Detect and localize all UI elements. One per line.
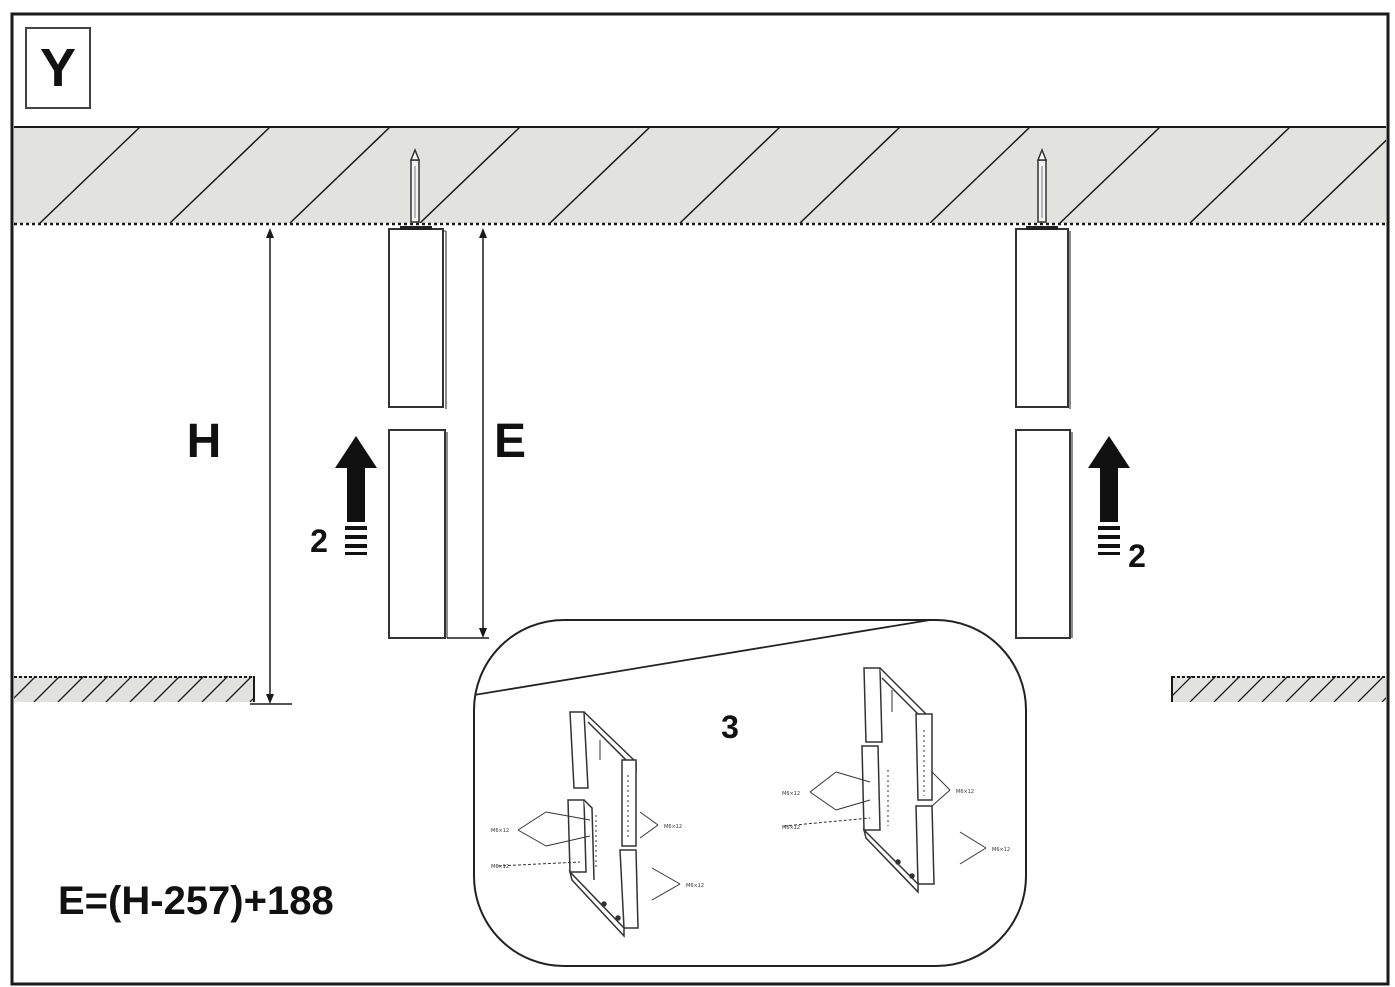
up-arrow-icon — [1088, 436, 1130, 555]
fastener-code-text: M6×12 — [491, 828, 509, 834]
fastener-callouts-right — [783, 771, 987, 865]
count-label-right: 2 — [1128, 538, 1146, 574]
detail-step-label: 3 — [721, 709, 739, 745]
step-badge: Y — [25, 27, 91, 109]
extension-label: E — [494, 415, 526, 468]
height-label: H — [187, 415, 222, 468]
frame-assembly-right — [861, 667, 935, 894]
right-upper-panel — [1015, 226, 1071, 409]
left-lower-panel — [388, 429, 448, 639]
count-label-left: 2 — [310, 523, 328, 559]
detail-callout: 3 M6×12 M6×12 M — [473, 619, 1027, 967]
fastener-code-text: M6×12 — [491, 864, 509, 870]
extension-dimension — [447, 228, 489, 639]
floor-slab-right — [1171, 676, 1386, 702]
fastener-code-text: M6×12 — [956, 789, 974, 795]
left-upper-panel — [388, 226, 447, 409]
fastener-code-text: M6×12 — [782, 791, 800, 797]
floor-slab-left — [14, 676, 255, 702]
ceiling-anchor-bolt-icon — [1036, 147, 1048, 223]
fastener-code-text: M6×12 — [664, 824, 682, 830]
step-badge-label: Y — [40, 38, 76, 98]
formula-text: E=(H-257)+188 — [58, 879, 334, 923]
right-lower-panel — [1015, 429, 1073, 639]
fastener-code-text: M6×12 — [992, 847, 1010, 853]
height-dimension — [250, 228, 292, 705]
ceiling-anchor-bolt-icon — [409, 147, 421, 223]
up-arrow-icon — [335, 436, 377, 555]
ceiling-slab — [14, 126, 1386, 226]
fastener-code-text: M6×12 — [782, 825, 800, 831]
fastener-callouts-left — [497, 811, 681, 901]
fastener-code-text: M6×12 — [686, 883, 704, 889]
